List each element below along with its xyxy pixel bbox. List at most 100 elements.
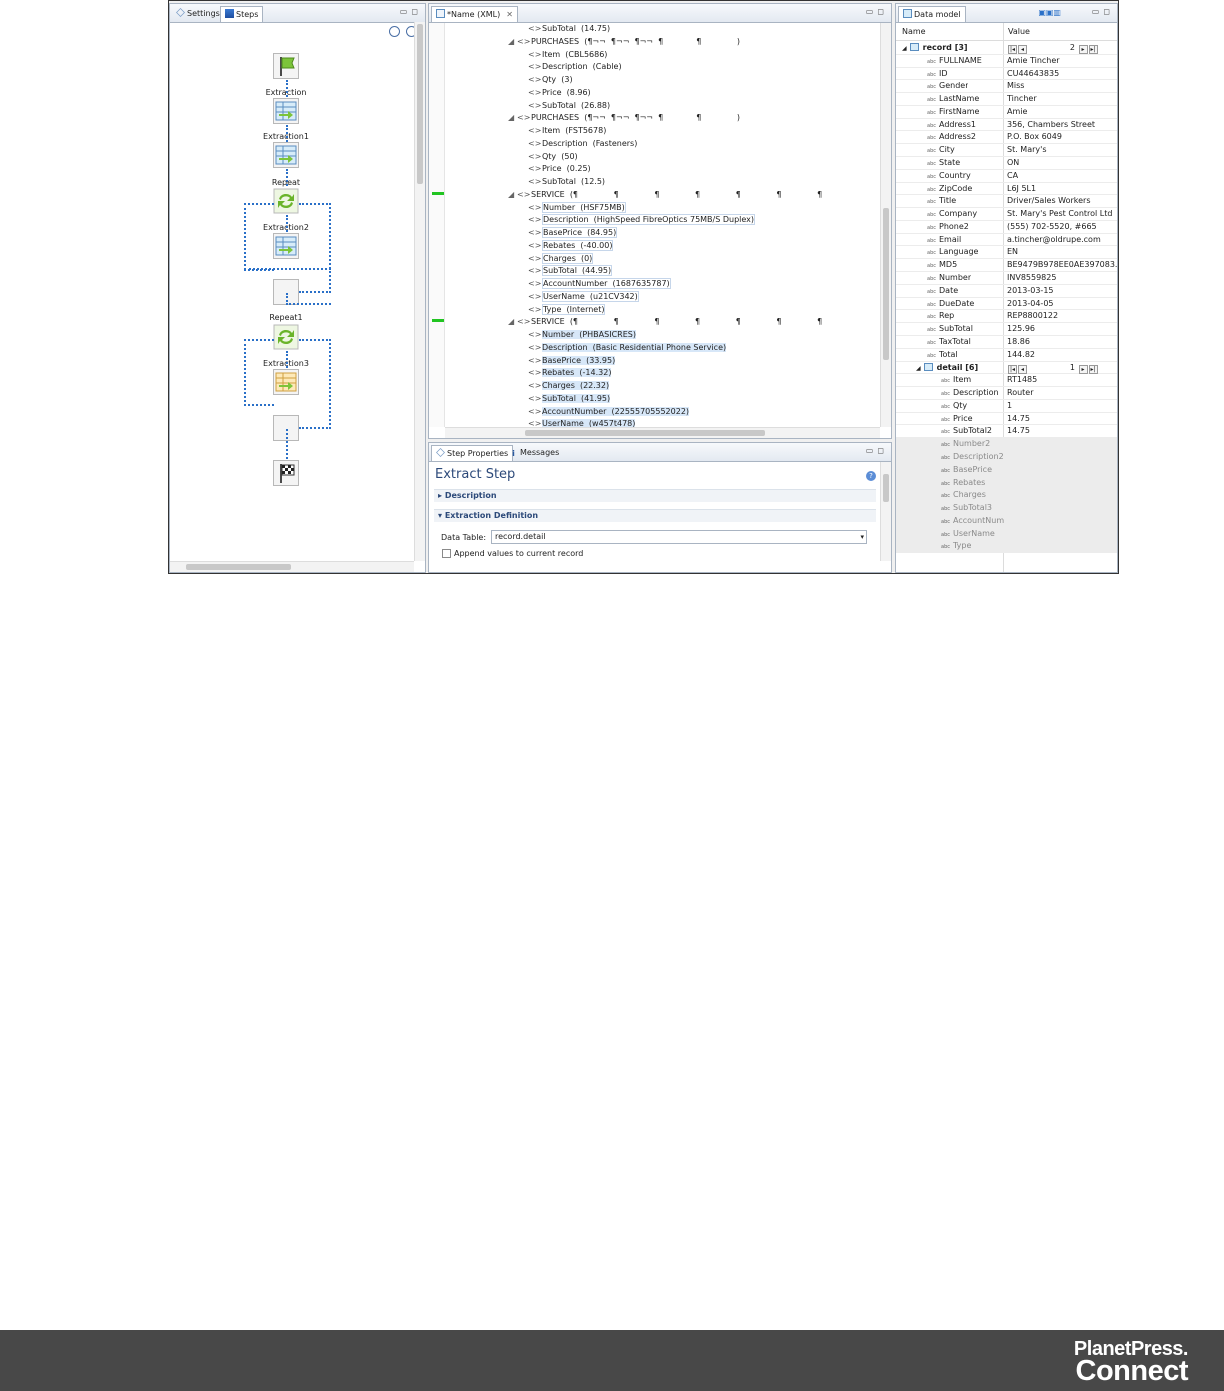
record-navigator[interactable]: |◂◂1 ▸▸| — [1007, 362, 1117, 374]
steps-vertical-scrollbar[interactable] — [414, 22, 425, 561]
expand-toggle-icon[interactable]: ◢ — [902, 45, 907, 52]
zoom-out-icon[interactable] — [389, 26, 400, 37]
tab-data-model[interactable]: Data model — [898, 6, 966, 22]
xml-node[interactable]: <>BasePrice (84.95) — [528, 226, 618, 239]
finish-flag-icon[interactable] — [273, 460, 299, 486]
xml-node[interactable]: <>Charges (0) — [528, 252, 594, 265]
xml-node[interactable]: <>Item (FST5678) — [528, 124, 606, 137]
xml-node[interactable]: <>SubTotal (44.95) — [528, 264, 613, 277]
extract-icon[interactable] — [273, 369, 299, 395]
section-extraction-definition[interactable]: ▾ Extraction Definition — [434, 509, 876, 522]
xml-vertical-scrollbar[interactable] — [880, 23, 891, 427]
section-description[interactable]: ▸ Description — [434, 489, 876, 502]
start-flag-icon[interactable] — [273, 53, 299, 79]
detail-node[interactable]: ◢detail [6]|◂◂1 ▸▸| — [896, 362, 1117, 375]
xml-node[interactable]: ◢<>PURCHASES (¶¬¬ ¶¬¬ ¶¬¬ ¶ ¶ ) — [508, 35, 740, 48]
tab-steps[interactable]: Steps — [220, 6, 264, 22]
help-icon[interactable]: ? — [866, 471, 876, 481]
record-node[interactable]: ◢record [3]|◂◂2 ▸▸| — [896, 42, 1117, 55]
xml-node[interactable]: <>SubTotal (12.5) — [528, 175, 605, 188]
xml-node[interactable]: <>UserName (w457t478) — [528, 417, 636, 430]
model-toolbar-icons[interactable]: ▣▣▥ — [1038, 8, 1061, 17]
xml-node[interactable]: <>AccountNumber (1687635787) — [528, 277, 671, 290]
tab-xml-document[interactable]: *Name (XML)✕ — [431, 6, 518, 22]
extract-icon[interactable] — [273, 98, 299, 124]
xml-node[interactable]: <>BasePrice (33.95) — [528, 354, 616, 367]
xml-node[interactable]: ◢<>PURCHASES (¶¬¬ ¶¬¬ ¶¬¬ ¶ ¶ ) — [508, 111, 740, 124]
repeat-icon[interactable] — [273, 324, 299, 350]
xml-node[interactable]: <>Price (0.25) — [528, 162, 591, 175]
data-table-select[interactable]: record.detail ▾ — [491, 530, 867, 544]
previous-record-icon[interactable]: ◂ — [1018, 45, 1027, 54]
xml-node[interactable]: <>SubTotal (14.75) — [528, 22, 610, 35]
xml-node[interactable]: <>Description (Basic Residential Phone S… — [528, 341, 727, 354]
xml-node[interactable]: <>Price (8.96) — [528, 86, 591, 99]
xml-node[interactable]: <>Description (HighSpeed FibreOptics 75M… — [528, 213, 756, 226]
close-tab-icon[interactable]: ✕ — [506, 10, 513, 19]
expand-toggle-icon[interactable]: ◢ — [508, 189, 515, 199]
xml-node[interactable]: <>UserName (u21CV342) — [528, 290, 639, 303]
last-record-icon[interactable]: ▸| — [1088, 364, 1098, 374]
xml-node[interactable]: <>Number (HSF75MB) — [528, 201, 626, 214]
xml-node[interactable]: <>Number (PHBASICRES) — [528, 328, 636, 341]
tab-settings[interactable]: Settings — [172, 6, 224, 22]
xml-node[interactable]: ◢<>SERVICE (¶ ¶ ¶ ¶ ¶ ¶ ¶ — [508, 188, 822, 201]
extract-icon[interactable] — [273, 233, 299, 259]
xml-node[interactable]: <>Rebates (-40.00) — [528, 239, 614, 252]
next-record-icon[interactable]: ▸ — [1078, 45, 1088, 54]
record-navigator[interactable]: |◂◂2 ▸▸| — [1007, 42, 1117, 54]
props-vertical-scrollbar[interactable] — [880, 462, 891, 561]
xml-node[interactable]: <>Type (Internet) — [528, 303, 606, 316]
tab-step-properties[interactable]: Step Properties — [431, 445, 514, 461]
xml-node[interactable]: <>SubTotal (26.88) — [528, 99, 610, 112]
xml-node[interactable]: <>Qty (50) — [528, 150, 578, 163]
model-window-buttons[interactable]: ▭◻ — [1091, 7, 1114, 16]
xml-node[interactable]: <>Charges (22.32) — [528, 379, 610, 392]
xml-window-buttons[interactable]: ▭◻ — [865, 7, 888, 16]
xml-node[interactable]: <>AccountNumber (22555705552022) — [528, 405, 690, 418]
steps-window-buttons[interactable]: ▭◻ — [399, 7, 422, 16]
xml-node[interactable]: <>Description (Fasteners) — [528, 137, 637, 150]
expand-toggle-icon[interactable]: ◢ — [508, 36, 515, 46]
xml-node[interactable]: <>Description (Cable) — [528, 60, 622, 73]
expand-toggle-icon[interactable]: ◢ — [916, 364, 921, 372]
previous-record-icon[interactable]: ◂ — [1018, 364, 1027, 374]
xml-node[interactable]: <>Rebates (-14.32) — [528, 366, 612, 379]
expand-toggle-icon[interactable]: ◢ — [508, 113, 515, 123]
first-record-icon[interactable]: |◂ — [1008, 45, 1017, 54]
xml-node[interactable]: <>SubTotal (41.95) — [528, 392, 611, 405]
next-record-icon[interactable]: ▸ — [1078, 364, 1088, 374]
last-record-icon[interactable]: ▸| — [1088, 45, 1098, 54]
